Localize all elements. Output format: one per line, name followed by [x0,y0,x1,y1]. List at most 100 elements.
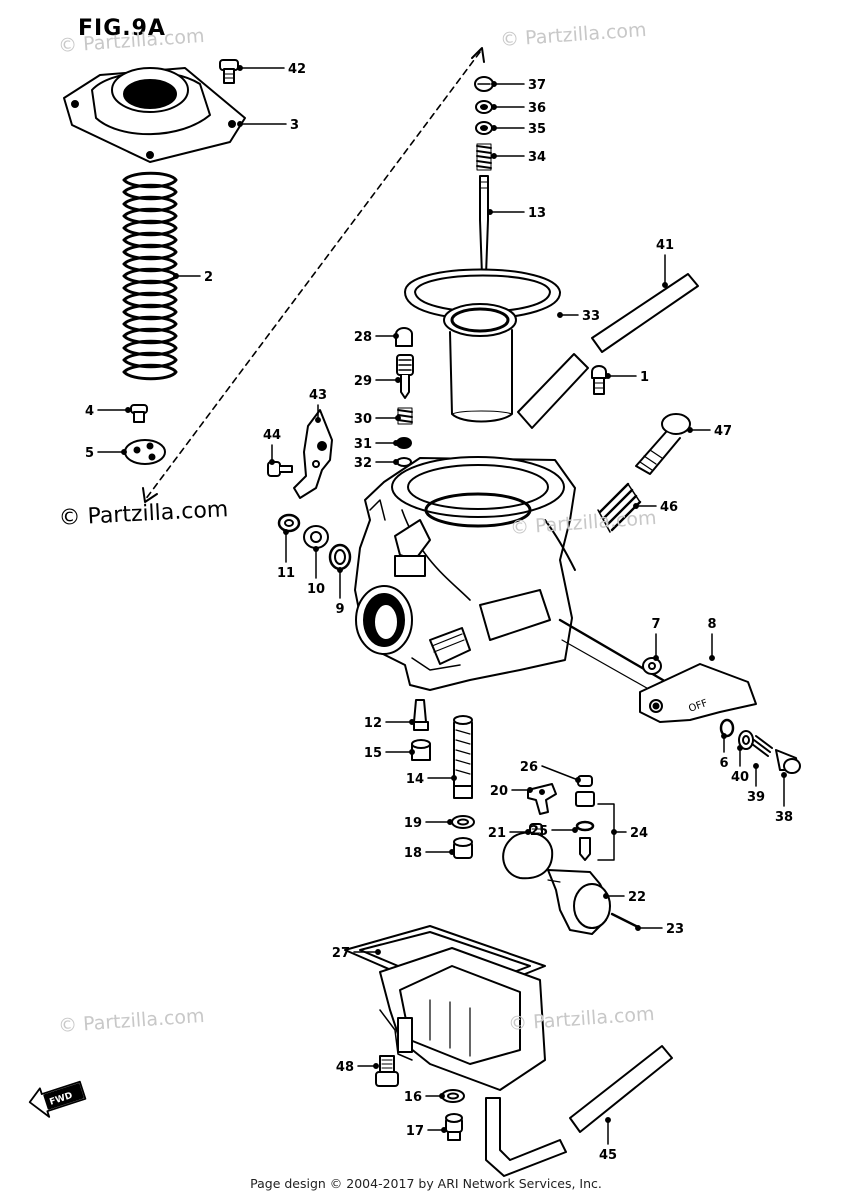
callout-arrow-icon [269,459,275,465]
callout-arrow-icon [557,312,563,318]
callout-arrow-icon [491,125,497,131]
callout-arrow-icon [487,209,493,215]
screw-part [267,461,293,477]
throttle-stop-screw-part [635,413,691,475]
callout-arrow-icon [605,1117,611,1123]
callout-number: 8 [707,617,716,632]
callout-arrow-icon [575,777,581,783]
screw-part [591,365,607,395]
pilot-screw-stack [395,327,414,467]
callout-arrow-icon [409,749,415,755]
washer-part [642,657,662,675]
callout-arrow-icon [395,415,401,421]
reference-line [144,51,481,501]
callout-arrow-icon [441,1127,447,1133]
callout-number: 29 [354,374,372,389]
callout-arrow-icon [409,719,415,725]
forward-arrow-icon: FWD [28,1080,87,1118]
needle-jet-holder-part [411,739,431,761]
callout-number: 13 [528,206,546,221]
callout-number: 33 [582,309,600,324]
callout-arrow-icon [527,787,533,793]
callout-number: 19 [404,816,422,831]
callout-leader-line [541,765,579,781]
callout-arrow-icon [605,373,611,379]
spring-part [122,171,178,381]
callout-arrow-icon [687,427,693,433]
callout-number: 16 [404,1090,422,1105]
main-jet-part [453,837,473,859]
callout-arrow-icon [439,1093,445,1099]
callout-number: 42 [288,62,306,77]
callout-number: 11 [277,566,295,581]
callout-number: 25 [530,824,548,839]
callout-number: 5 [85,446,94,461]
callout-arrow-icon [315,417,321,423]
carburetor-body [354,456,683,709]
diaphragm-piston-part [404,268,562,423]
callout-number: 38 [775,810,793,825]
float-part [502,831,611,935]
callout-arrow-icon [603,893,609,899]
callout-number: 4 [85,404,94,419]
callout-number: 23 [666,922,684,937]
callout-number: 24 [630,826,648,841]
choke-lever-part: OFF [639,663,757,723]
callout-number: 36 [528,101,546,116]
callout-number: 47 [714,424,732,439]
callout-arrow-icon [173,273,179,279]
pilot-jet-part [413,699,429,731]
callout-arrow-icon [121,449,127,455]
callout-number: 9 [335,602,344,617]
bracket-part [293,409,333,499]
washer-part [303,525,329,549]
hose-part [517,273,699,429]
callout-arrow-icon [491,81,497,87]
float-pin-part [610,912,638,928]
callout-number: 43 [309,388,327,403]
callout-number: 37 [528,78,546,93]
plug-part [445,1113,463,1141]
callout-number: 18 [404,846,422,861]
callout-arrow-icon [633,503,639,509]
callout-number: 32 [354,456,372,471]
plate-part [527,783,557,815]
callout-number: 41 [656,238,674,253]
callout-number: 20 [490,784,508,799]
callout-arrow-icon [237,65,243,71]
callout-arrow-icon [283,529,289,535]
callout-number: 6 [719,756,728,771]
callout-arrow-icon [337,567,343,573]
callout-arrow-icon [525,829,531,835]
needle-jet-part [453,715,473,799]
needle-valve-part [575,775,615,861]
callout-number: 31 [354,437,372,452]
callout-arrow-icon [237,121,243,127]
callout-number: 3 [290,118,299,133]
reference-line-arrow-top [471,47,485,63]
callout-arrow-icon [653,655,659,661]
callout-number: 46 [660,500,678,515]
washer-part [451,815,475,829]
spring-part [597,482,642,533]
callout-number: 44 [263,428,281,443]
o-ring-part [328,543,352,571]
callout-arrow-icon [393,333,399,339]
callout-arrow-icon [721,733,727,739]
page-footer: Page design © 2004-2017 by ARI Network S… [250,1176,602,1191]
callout-number: 15 [364,746,382,761]
figure-title: FIG.9A [78,16,166,41]
float-bowl-part [379,947,546,1091]
callout-arrow-icon [449,849,455,855]
callout-number: 2 [204,270,213,285]
reference-line-arrow-bottom [142,487,158,503]
callout-number: 26 [520,760,538,775]
clip-part [277,513,301,533]
callout-arrow-icon [635,925,641,931]
callout-arrow-icon [375,949,381,955]
callout-number: 45 [599,1148,617,1163]
callout-arrow-icon [572,827,578,833]
drain-screw-part [375,1055,399,1087]
